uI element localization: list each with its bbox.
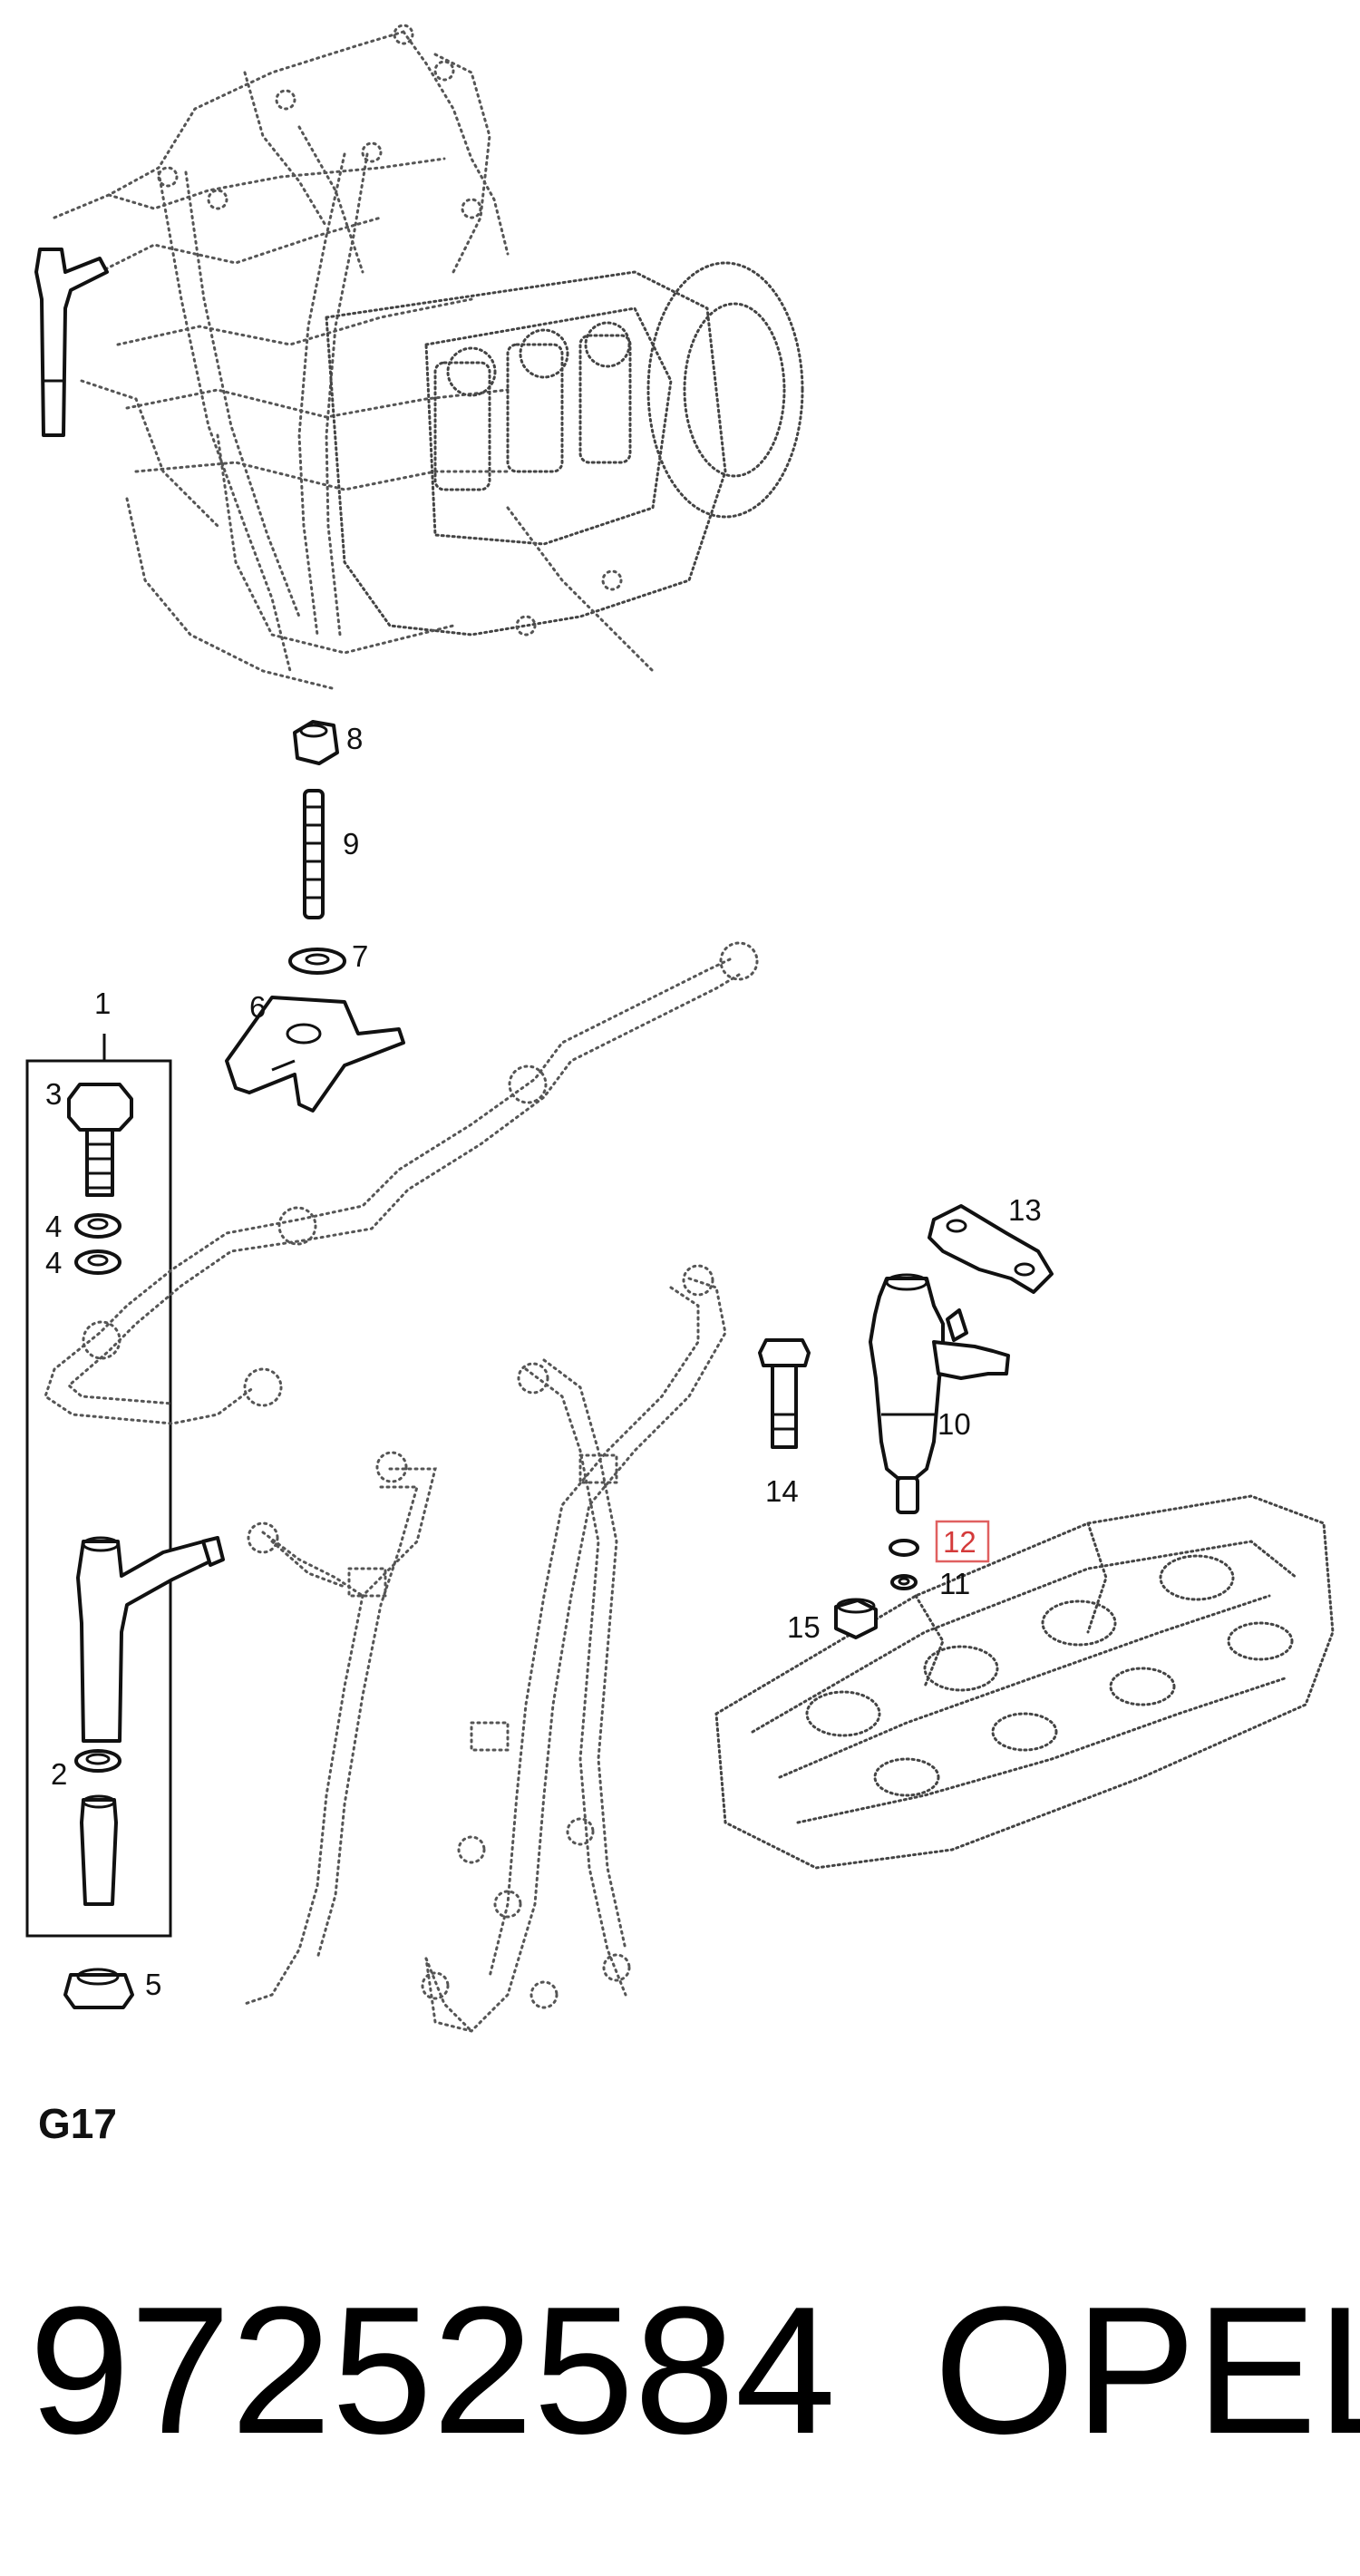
callout-7: 7 (352, 939, 368, 973)
part-number: 97252584 (29, 2270, 836, 2472)
callout-11: 11 (939, 1567, 970, 1600)
group-code: G17 (38, 2100, 117, 2147)
cylinder-head-illustration (714, 1494, 1335, 1870)
callout-10: 10 (937, 1407, 971, 1441)
callout-14: 14 (765, 1474, 799, 1508)
callout-4-lower: 4 (45, 1246, 62, 1279)
callout-13: 13 (1008, 1193, 1042, 1227)
part-11-washer (890, 1574, 918, 1590)
callout-15: 15 (787, 1610, 821, 1644)
part-12-o-ring (889, 1539, 919, 1557)
highlight-box-12 (935, 1520, 990, 1563)
part-3-bolt (67, 1083, 133, 1197)
callout-6: 6 (249, 990, 266, 1024)
callout-4-upper: 4 (45, 1210, 62, 1243)
callout-12-highlighted: 12 (943, 1525, 976, 1559)
brand-name: OPEL (934, 2270, 1360, 2472)
part-9-stud (303, 789, 325, 919)
kit-injector (76, 1536, 225, 1743)
part-13-bracket (928, 1204, 1054, 1294)
exploded-parts-diagram: 1 2 3 4 4 5 6 7 8 9 10 11 12 13 14 15 G1… (25, 24, 1335, 2147)
callout-5: 5 (145, 1968, 161, 2001)
part-6-clamp (225, 996, 405, 1113)
part-5-cap (63, 1968, 134, 2009)
fuel-lines-illustration (44, 941, 759, 2033)
part-14-bolt (758, 1338, 811, 1449)
part-2-seal (74, 1749, 121, 1773)
part-4-washer-lower (74, 1249, 121, 1275)
part-1-kit-frame (25, 1034, 172, 1938)
callout-1: 1 (94, 987, 111, 1020)
engine-assembly-illustration (34, 24, 804, 691)
part-15-cap (834, 1598, 878, 1639)
callout-9: 9 (343, 827, 359, 860)
part-8-nut (293, 720, 339, 765)
part-4-washer-upper (74, 1213, 121, 1239)
part-10-injector (869, 1273, 1010, 1514)
callout-3: 3 (45, 1077, 62, 1111)
callout-8: 8 (346, 722, 363, 755)
part-7-washer (288, 948, 346, 975)
injector-sleeve (80, 1794, 118, 1906)
callout-2: 2 (51, 1757, 67, 1791)
